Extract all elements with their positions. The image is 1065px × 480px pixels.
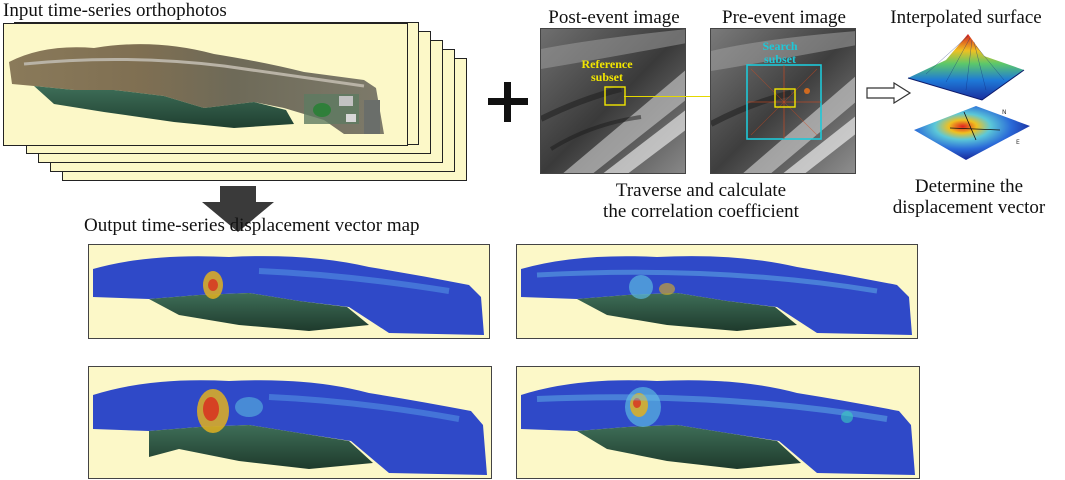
displacement-map-3	[88, 366, 492, 479]
pre-event-image	[710, 28, 856, 174]
determine-label: Determine the displacement vector	[874, 176, 1064, 218]
hollow-right-arrow-icon	[866, 81, 912, 105]
traverse-label: Traverse and calculate the correlation c…	[566, 180, 836, 222]
correlation-heatmap: N E	[904, 104, 1032, 164]
input-title: Input time-series orthophotos	[3, 0, 227, 21]
search-subset-label: Search subset	[752, 40, 808, 66]
output-title: Output time-series displacement vector m…	[84, 215, 420, 236]
search-subset-line2: subset	[763, 52, 796, 66]
displacement-map-4	[516, 366, 920, 479]
traverse-line1: Traverse and calculate	[615, 180, 787, 201]
pre-event-label: Pre-event image	[722, 7, 846, 28]
interpolated-surface-label: Interpolated surface	[890, 7, 1042, 28]
surface-3d-plot	[906, 30, 1026, 106]
reference-subset-line1: Reference	[581, 57, 633, 71]
determine-line2: displacement vector	[892, 197, 1046, 218]
search-subset-line1: Search	[762, 39, 798, 53]
reference-subset-line2: subset	[590, 70, 623, 84]
displacement-map-2	[516, 244, 918, 339]
subset-connector-line	[624, 96, 776, 97]
post-event-label: Post-event image	[548, 7, 680, 28]
plus-icon	[486, 80, 530, 124]
svg-text:N: N	[1002, 109, 1007, 116]
displacement-map-1	[88, 244, 490, 339]
post-event-image	[540, 28, 686, 174]
down-arrow-icon	[200, 186, 276, 234]
orthophoto-front	[3, 23, 408, 146]
determine-line1: Determine the	[914, 176, 1024, 197]
reference-subset-label: Reference subset	[572, 58, 642, 84]
svg-text:E: E	[1016, 139, 1020, 146]
orthophoto-image	[9, 44, 384, 134]
traverse-line2: the correlation coefficient	[603, 201, 799, 222]
